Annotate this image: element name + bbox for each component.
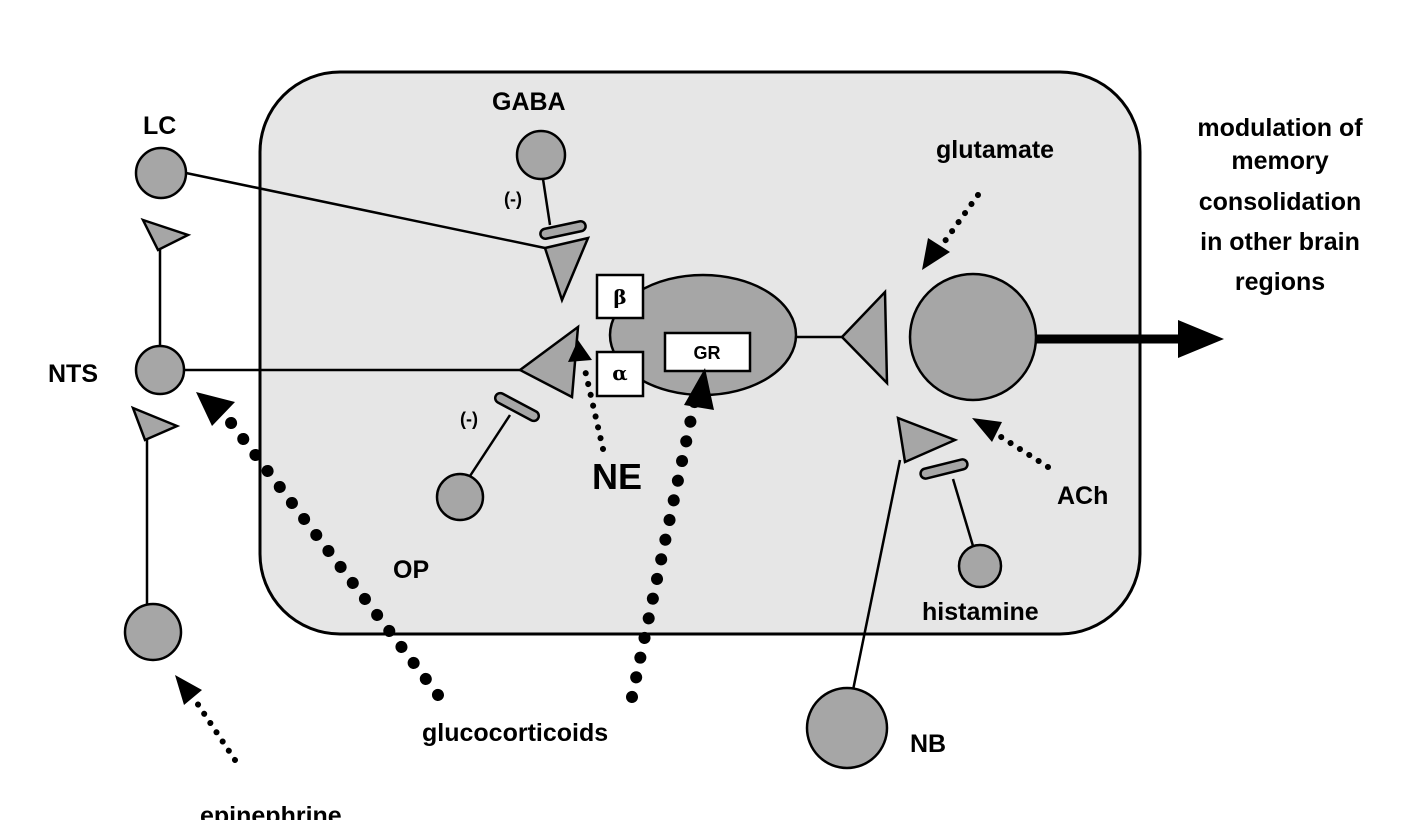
output-arrow-head xyxy=(1178,320,1224,358)
glucocorticoids-label: glucocorticoids xyxy=(422,719,608,747)
ne-label: NE xyxy=(592,456,642,497)
ach-arrow-head xyxy=(972,418,1002,442)
histamine-synapse xyxy=(919,458,969,480)
output-text-line5: regions xyxy=(1235,268,1325,296)
central-terminal xyxy=(840,288,889,387)
alpha-label: α xyxy=(612,361,627,385)
gaba-cell xyxy=(515,129,567,181)
nb-axon xyxy=(850,459,902,696)
gaba-axon xyxy=(541,178,552,226)
glutamate-arrow xyxy=(937,192,981,251)
glucocorticoids-gr-arrow-head xyxy=(684,368,714,410)
gaba-label: GABA xyxy=(492,88,566,116)
gr-label: GR xyxy=(694,343,721,363)
alpha-receptor xyxy=(595,350,645,398)
lc-cell xyxy=(134,146,188,200)
nb-terminal xyxy=(896,416,959,464)
histamine-cell xyxy=(957,543,1003,589)
nb-label: NB xyxy=(910,730,946,758)
output-neuron xyxy=(908,272,1038,402)
output-text-line3: consolidation xyxy=(1199,188,1362,216)
gaba-inhibit-label: (-) xyxy=(504,189,522,209)
nts-lower-terminal xyxy=(130,405,181,442)
nts-label: NTS xyxy=(48,360,98,388)
ach-arrow xyxy=(995,432,1051,470)
op-inhibit-label: (-) xyxy=(460,409,478,429)
lc-terminal xyxy=(543,236,591,304)
glucocorticoids-nts-arrow xyxy=(219,409,444,701)
nts-upper-terminal xyxy=(140,217,192,252)
ne-arrow-head xyxy=(568,340,592,362)
histamine-axon xyxy=(951,478,975,547)
lower-neuron-cell xyxy=(123,602,183,662)
output-text-line2: memory xyxy=(1231,147,1328,175)
lc-axon xyxy=(185,171,546,250)
glucocorticoids-nts-arrow-head xyxy=(196,392,235,426)
output-text-line1: modulation of xyxy=(1197,114,1363,142)
epinephrine-label: epinephrine xyxy=(200,802,342,820)
nts-cell xyxy=(134,344,186,396)
nts-terminal xyxy=(517,324,580,399)
epinephrine-arrow xyxy=(192,697,238,763)
op-axon xyxy=(468,414,512,477)
histamine-label: histamine xyxy=(922,598,1039,626)
gr-receptor xyxy=(663,331,752,373)
gaba-synapse xyxy=(539,220,587,240)
op-synapse xyxy=(493,391,541,423)
glutamate-label: glutamate xyxy=(936,136,1054,164)
epinephrine-arrow-head xyxy=(175,675,202,705)
op-label: OP xyxy=(393,556,429,584)
beta-receptor xyxy=(595,273,645,320)
ach-label: ACh xyxy=(1057,482,1108,510)
glutamate-arrow-head xyxy=(922,238,950,270)
op-cell xyxy=(435,472,485,522)
lc-label: LC xyxy=(143,112,176,140)
nb-cell xyxy=(805,686,889,770)
beta-label: β xyxy=(613,285,626,309)
output-text-line4: in other brain xyxy=(1200,228,1360,256)
ne-arrow xyxy=(582,367,606,452)
